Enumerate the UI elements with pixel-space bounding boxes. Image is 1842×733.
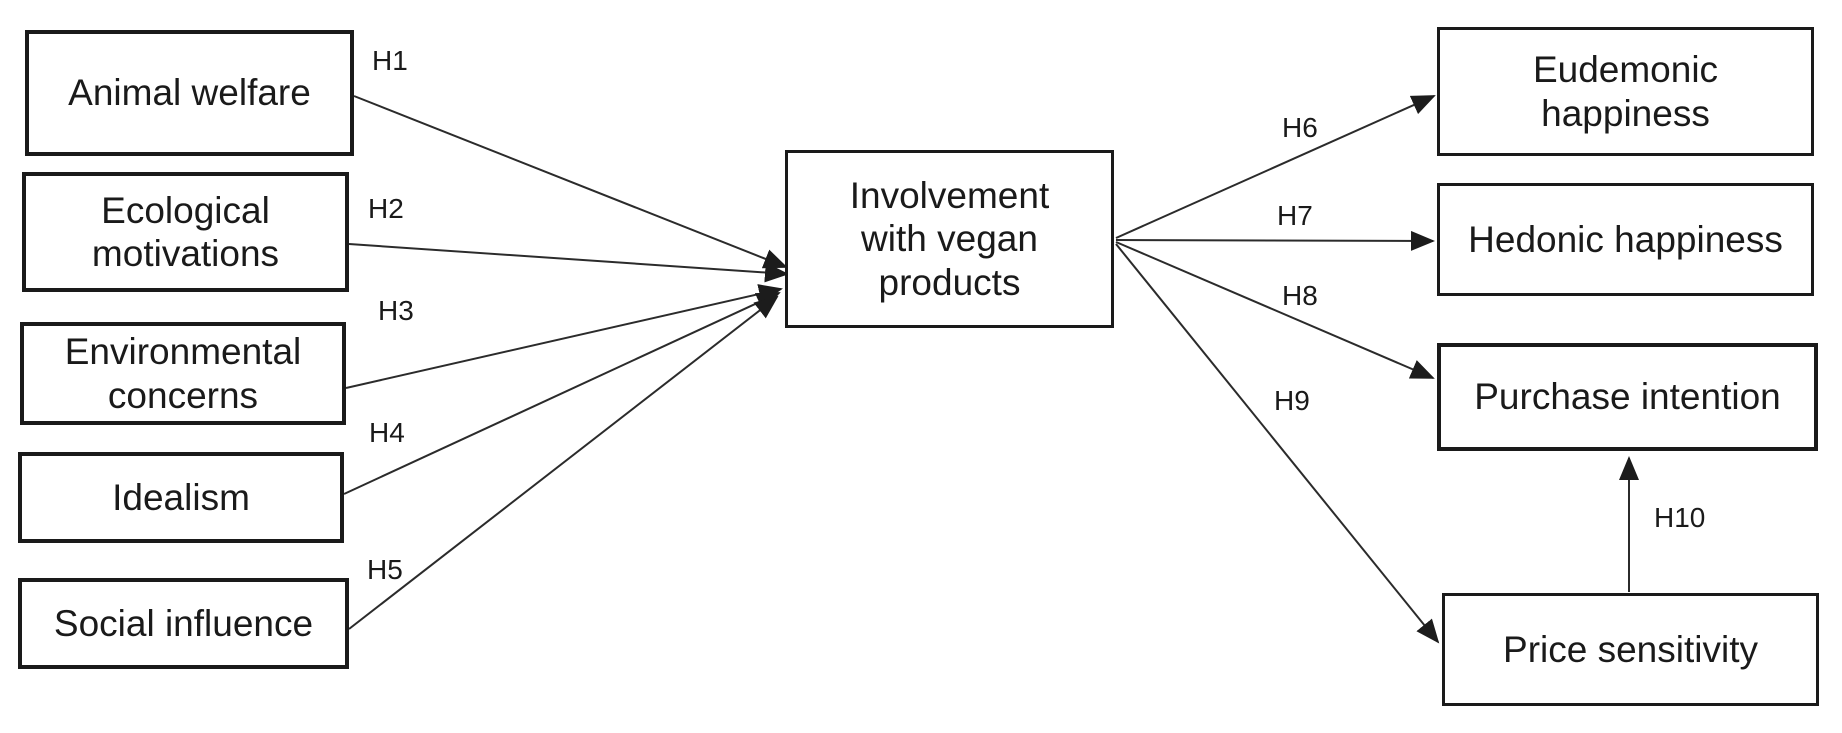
node-label: Idealism — [112, 476, 250, 518]
node-idealism: Idealism — [18, 452, 344, 543]
node-label: Ecological motivations — [91, 189, 280, 274]
node-social-influence: Social influence — [18, 578, 349, 669]
node-label: Hedonic happiness — [1468, 218, 1783, 260]
node-price-sensitivity: Price sensitivity — [1442, 593, 1819, 706]
arrow-h8 — [1115, 241, 1435, 379]
edge-label-h4: H4 — [369, 417, 405, 448]
arrow-h1 — [353, 95, 788, 269]
edge-label-h9: H9 — [1274, 385, 1310, 416]
edge-label-h5: H5 — [367, 554, 403, 585]
arrow-h7 — [1115, 230, 1435, 251]
edge-label-h3: H3 — [378, 295, 414, 326]
node-label: Environmental concerns — [64, 331, 302, 416]
edge-label-h1: H1 — [372, 45, 408, 76]
node-purchase-intention: Purchase intention — [1437, 343, 1818, 451]
node-environmental-concerns: Environmental concerns — [20, 322, 346, 425]
edge-label-h2: H2 — [368, 193, 404, 224]
node-animal-welfare: Animal welfare — [25, 30, 354, 156]
node-label: Social influence — [53, 602, 314, 644]
node-label: Animal welfare — [68, 72, 311, 114]
arrow-h6 — [1115, 95, 1436, 239]
node-ecological-motivations: Ecological motivations — [22, 172, 349, 292]
edge-label-h7: H7 — [1277, 200, 1313, 231]
arrow-h2 — [348, 243, 789, 283]
edge-label-h6: H6 — [1282, 112, 1318, 143]
edge-label-h8: H8 — [1282, 280, 1318, 311]
node-involvement-vegan-products: Involvement with vegan products — [785, 150, 1114, 328]
arrow-h9 — [1115, 243, 1440, 644]
edge-label-h10: H10 — [1654, 502, 1706, 533]
node-label: Eudemonic happiness — [1532, 49, 1719, 134]
arrow-h5 — [348, 295, 779, 630]
node-label: Price sensitivity — [1503, 628, 1758, 670]
node-eudemonic-happiness: Eudemonic happiness — [1437, 27, 1814, 156]
node-label: Involvement with vegan products — [849, 175, 1050, 303]
node-hedonic-happiness: Hedonic happiness — [1437, 183, 1814, 296]
node-label: Purchase intention — [1474, 376, 1781, 418]
